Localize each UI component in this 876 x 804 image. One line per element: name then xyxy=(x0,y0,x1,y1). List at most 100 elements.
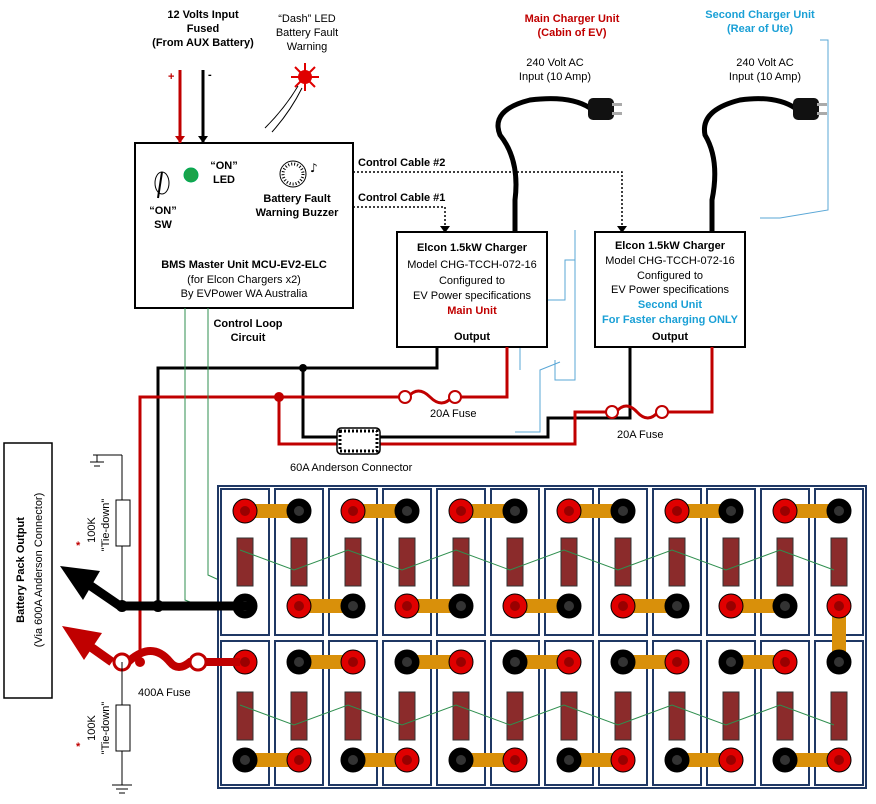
balance-wire-top xyxy=(239,549,835,571)
on-switch-icon xyxy=(154,171,170,199)
buzzer-label1: Battery Fault xyxy=(263,193,331,205)
main-charger-output: Output xyxy=(454,331,490,343)
anderson-connector-icon xyxy=(336,427,381,455)
control-loop-label2: Circuit xyxy=(231,332,266,344)
control-cable-1-label: Control Cable #1 xyxy=(358,192,445,204)
on-led-icon xyxy=(183,167,199,183)
cell-bms-board xyxy=(722,691,740,741)
fuse-20a-2-label: 20A Fuse xyxy=(617,429,663,441)
dash-led-line3: Warning xyxy=(287,41,328,53)
main-charger-model: Model CHG-TCCH-072-16 xyxy=(407,259,537,271)
cell-bms-board xyxy=(668,691,686,741)
bms-master-unit xyxy=(134,142,354,309)
resistor-bottom-star: * xyxy=(76,741,81,753)
pack-output-label-box xyxy=(3,442,53,699)
resistor-bottom-tiedown: "Tie-down" xyxy=(100,702,112,755)
second-charger-cfg2: EV Power specifications xyxy=(611,284,729,296)
balance-wire-bottom xyxy=(239,704,835,726)
anderson-label: 60A Anderson Connector xyxy=(290,462,413,474)
bms-line3: By EVPower WA Australia xyxy=(181,288,309,300)
fuse-400a-label: 400A Fuse xyxy=(138,687,191,699)
second-charger-model: Model CHG-TCCH-072-16 xyxy=(605,255,735,267)
second-charger-output: Output xyxy=(652,331,688,343)
fuse-20a-2 xyxy=(605,404,669,420)
buzzer-icon: ♪ xyxy=(279,160,318,188)
cell-bms-board xyxy=(236,691,254,741)
pack-output-line1: Battery Pack Output xyxy=(15,517,27,623)
main-charger-role: Main Unit xyxy=(447,305,497,317)
resistor-bottom-value: 100K xyxy=(86,714,98,740)
cell-bms-board xyxy=(506,691,524,741)
cell-bms-board xyxy=(344,537,362,587)
second-charger-role2: For Faster charging ONLY xyxy=(602,314,739,326)
cell-bms-board xyxy=(830,691,848,741)
on-led-label1: “ON” xyxy=(210,160,238,172)
main-charger-cfg1: Configured to xyxy=(439,275,505,287)
svg-text:♪: ♪ xyxy=(310,161,318,175)
cell-bms-board xyxy=(560,691,578,741)
main-charger-heading2: (Cabin of EV) xyxy=(537,27,606,39)
cell-bms-board xyxy=(344,691,362,741)
input-line3: (From AUX Battery) xyxy=(152,37,254,49)
cell-bms-board xyxy=(452,537,470,587)
second-charger-cfg1: Configured to xyxy=(637,270,703,282)
resistor-top-star: * xyxy=(76,540,81,552)
positive-output-arrow xyxy=(62,626,102,660)
fuse-20a-1-label: 20A Fuse xyxy=(430,408,476,420)
cell-bms-board xyxy=(776,691,794,741)
cell-bms-board xyxy=(830,537,848,587)
cell-bms-board xyxy=(506,537,524,587)
on-sw-label2: SW xyxy=(154,219,172,231)
cell-bms-board xyxy=(776,537,794,587)
main-charger-box xyxy=(396,231,548,348)
tie-down-resistor-top xyxy=(90,454,131,606)
second-charger-box xyxy=(594,231,746,348)
main-charger-cfg2: EV Power specifications xyxy=(413,290,531,302)
cell-bms-board xyxy=(290,537,308,587)
dash-led-label: “Dash” LED Battery Fault Warning xyxy=(276,13,338,53)
battery-frame xyxy=(217,485,867,789)
second-charger-title: Elcon 1.5kW Charger xyxy=(615,240,726,252)
input-label: 12 Volts Input Fused (From AUX Battery) … xyxy=(152,9,254,83)
control-cable-2-label: Control Cable #2 xyxy=(358,157,445,169)
battery-pack xyxy=(217,485,867,789)
second-charger-heading1: Second Charger Unit xyxy=(705,9,815,21)
buzzer-label2: Warning Buzzer xyxy=(256,207,339,219)
main-plug-icon xyxy=(495,96,622,232)
second-ac-line2: Input (10 Amp) xyxy=(729,71,801,83)
cell-bms-board xyxy=(290,691,308,741)
bms-title: BMS Master Unit MCU-EV2-ELC xyxy=(161,259,327,271)
dash-led-line1: “Dash” LED xyxy=(278,13,336,25)
fuse-20a-1 xyxy=(398,389,462,405)
plus-sign: + xyxy=(168,71,174,83)
minus-sign: - xyxy=(208,69,212,81)
cell-bms-board xyxy=(614,537,632,587)
on-sw-label1: “ON” xyxy=(149,205,177,217)
tie-down-resistor-bottom xyxy=(112,662,132,794)
second-ac-line1: 240 Volt AC xyxy=(736,57,794,69)
cell-bms-board xyxy=(398,537,416,587)
cell-bms-board xyxy=(722,537,740,587)
resistor-top-value: 100K xyxy=(86,516,98,542)
cell-bms-board xyxy=(398,691,416,741)
cell-bms-board xyxy=(668,537,686,587)
main-ac-line2: Input (10 Amp) xyxy=(519,71,591,83)
pack-output-line2: (Via 600A Anderson Connector) xyxy=(33,493,45,648)
resistor-top-tiedown: "Tie-down" xyxy=(100,499,112,552)
cell-bms-board xyxy=(236,537,254,587)
cell-bms-board xyxy=(452,691,470,741)
second-charger-role1: Second Unit xyxy=(638,299,703,311)
on-led-label2: LED xyxy=(213,174,235,186)
input-line1: 12 Volts Input xyxy=(167,9,239,21)
negative-output-arrow xyxy=(60,566,100,600)
second-plug-icon xyxy=(701,96,827,232)
main-charger-heading1: Main Charger Unit xyxy=(525,13,620,25)
main-ac-line1: 240 Volt AC xyxy=(526,57,584,69)
input-line2: Fused xyxy=(187,23,219,35)
cell-bms-board xyxy=(560,537,578,587)
bms-line2: (for Elcon Chargers x2) xyxy=(187,274,301,286)
second-charger-heading2: (Rear of Ute) xyxy=(727,23,793,35)
dash-led-icon xyxy=(291,63,319,91)
main-charger-title: Elcon 1.5kW Charger xyxy=(417,242,528,254)
